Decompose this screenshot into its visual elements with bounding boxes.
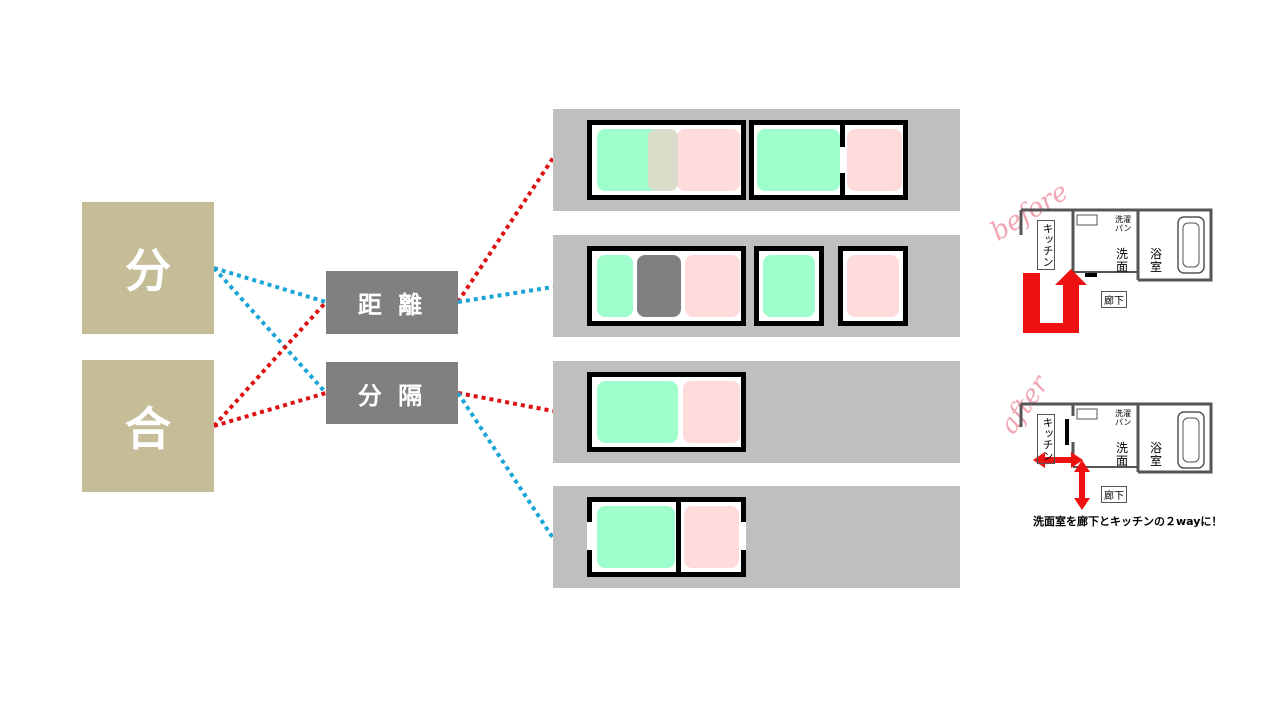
before-plan: before キッチン 洗濯 パン 洗 面 浴 室 廊下 [985, 175, 1220, 340]
pink-block [847, 255, 899, 317]
layout-panel-3 [553, 361, 960, 463]
green-block [597, 381, 678, 443]
after-wash: 洗 面 [1116, 441, 1129, 468]
bun-label: 分 [125, 244, 171, 298]
layout-panel-1 [553, 109, 960, 211]
bunkaku-box: 分 隔 [326, 362, 458, 424]
green-block [763, 255, 815, 317]
green-block [597, 255, 633, 317]
line-bunkaku-panel3 [457, 391, 554, 413]
kyori-box: 距 離 [326, 271, 458, 334]
after-walls [1019, 402, 1213, 510]
line-bun-kyori [213, 266, 327, 304]
kyori-label: 距 離 [357, 291, 427, 319]
after-caption: 洗面室を廊下とキッチンの２wayに！ [1033, 515, 1223, 528]
pink-block [684, 506, 739, 568]
before-hall: 廊下 [1101, 291, 1127, 308]
go-box: 合 [82, 360, 214, 492]
doorway [840, 147, 845, 173]
pink-block [677, 129, 740, 191]
pink-block [683, 381, 740, 443]
line-kyori-panel2 [457, 285, 554, 304]
before-bath: 浴 室 [1150, 247, 1163, 274]
bunkaku-label: 分 隔 [357, 381, 427, 410]
before-wash: 洗 面 [1116, 247, 1129, 274]
doorway-right [741, 522, 746, 550]
line-bun-bunkaku [212, 266, 328, 395]
before-walls [1019, 208, 1213, 333]
overlap-block [648, 129, 678, 191]
layout-panel-2 [553, 235, 960, 337]
before-laundry: 洗濯 パン [1115, 215, 1132, 233]
gray-block [637, 255, 681, 317]
green-block [597, 506, 675, 568]
divider [676, 497, 681, 577]
line-kyori-panel1 [456, 156, 555, 304]
pink-block [685, 255, 740, 317]
doorway-left [587, 522, 592, 550]
after-plan: after キッチン 洗濯 パン 洗 面 浴 室 廊下 洗面室を廊下とキッチンの… [985, 370, 1225, 532]
green-block [757, 129, 840, 191]
after-laundry: 洗濯 パン [1115, 409, 1132, 427]
line-go-bunkaku [213, 391, 327, 428]
after-kitchen: キッチン [1037, 414, 1055, 464]
after-bath: 浴 室 [1150, 441, 1163, 468]
line-bunkaku-panel4 [456, 391, 555, 540]
bun-box: 分 [82, 202, 214, 334]
before-kitchen: キッチン [1037, 220, 1055, 270]
pink-block [847, 129, 902, 191]
go-label: 合 [125, 402, 171, 456]
layout-panel-4 [553, 486, 960, 588]
after-hall: 廊下 [1101, 486, 1127, 503]
line-go-kyori [212, 300, 328, 428]
